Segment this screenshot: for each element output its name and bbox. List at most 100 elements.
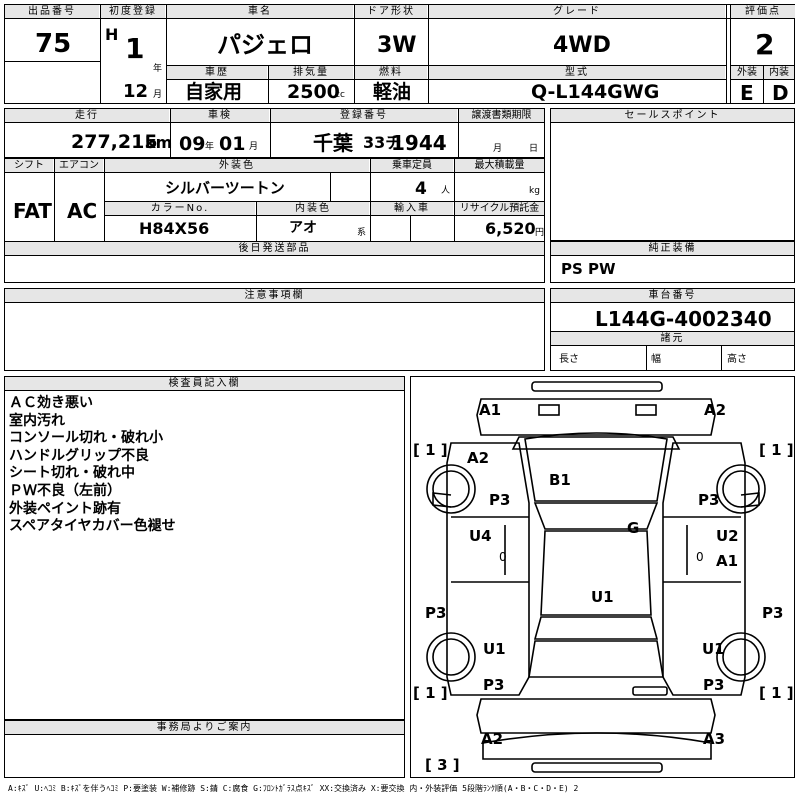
insp-month-unit: 月 <box>249 142 259 152</box>
ext-color-value: シルバーツートン <box>165 179 285 197</box>
int-color-unit: 系 <box>357 228 367 238</box>
later-parts-box: 後日発送部品 <box>4 241 545 283</box>
grade-label: グレード <box>429 5 725 18</box>
fuel-label: 燃料 <box>355 66 427 79</box>
capacity-label: 乗車定員 <box>371 159 453 172</box>
recycle-value: 6,520 <box>485 219 536 238</box>
mark-roof: G <box>627 519 640 537</box>
int-color-label: 内装色 <box>257 202 369 215</box>
sales-point-label: セールスポイント <box>551 109 794 122</box>
interior-label: 内装 <box>764 66 794 79</box>
mark-zero-right: 0 <box>696 550 704 564</box>
model-value: Q-L144GWG <box>531 81 660 103</box>
inspector-note: ＰＷ不良（左前） <box>9 482 121 499</box>
shift-value: FAT <box>13 199 52 223</box>
insp-year: 09 <box>179 133 206 155</box>
mark-right-door-2: A1 <box>716 552 739 570</box>
transfer-label: 譲渡書類期限 <box>459 109 544 122</box>
score-value: 2 <box>755 28 775 61</box>
reg-month: 12 <box>123 81 149 102</box>
mark-right-door: U2 <box>716 527 739 545</box>
recycle-unit: 円 <box>535 228 545 238</box>
capacity-unit: 人 <box>441 186 451 196</box>
office-label: 事務局よりご案内 <box>5 721 404 734</box>
equipment-box: 純正装備 PS PW <box>550 241 795 283</box>
mark-front-left: A1 <box>479 401 502 419</box>
equipment-value: PS PW <box>561 260 616 278</box>
interior-value: D <box>772 81 789 105</box>
mileage-label: 走行 <box>5 109 169 122</box>
first-reg-label: 初度登録 <box>101 5 165 18</box>
history-value: 自家用 <box>185 81 243 103</box>
lot-value: 75 <box>35 29 72 59</box>
displacement-value: 2500 <box>287 81 340 103</box>
exterior-label: 外装 <box>731 66 763 79</box>
reg-year: 1 <box>125 32 145 65</box>
tire-front-left: [ 1 ] <box>413 441 448 459</box>
mark-rear-right: A3 <box>703 730 726 748</box>
door-label: ドア形状 <box>355 5 427 18</box>
notes-box: 注意事項欄 <box>4 288 545 371</box>
reg-no-label: 登録番号 <box>271 109 457 122</box>
aircon-label: エアコン <box>55 159 103 172</box>
tire-rear-left: [ 1 ] <box>413 684 448 702</box>
mark-rear-left: A2 <box>481 730 504 748</box>
tire-rear-right: [ 1 ] <box>759 684 794 702</box>
score-label: 評価点 <box>731 5 795 18</box>
insp-year-unit: 年 <box>205 142 215 152</box>
inspector-notes-list: ＡＣ効き悪い 室内汚れ コンソール切れ・破れ小 ハンドルグリップ不良 シート切れ… <box>9 395 176 536</box>
reg-number: 1944 <box>391 131 447 155</box>
reg-class: 33チ <box>363 133 402 152</box>
inspector-note: ハンドルグリップ不良 <box>9 447 149 464</box>
mark-rear-left-panel: U1 <box>483 640 506 658</box>
mark-rear-right-panel: U1 <box>702 640 725 658</box>
mark-left-quarter: P3 <box>425 604 447 622</box>
mark-rear-left-low: P3 <box>483 676 505 694</box>
inspector-note: 室内汚れ <box>9 412 65 429</box>
specs-label: 諸元 <box>551 332 794 345</box>
shift-label: シフト <box>5 159 53 172</box>
displacement-unit: cc <box>335 90 345 100</box>
transfer-month: 月 <box>493 144 503 154</box>
era: H <box>105 25 119 44</box>
transfer-day: 日 <box>529 144 539 154</box>
color-no-label: カラーNo. <box>105 202 255 215</box>
mark-hood: B1 <box>549 471 571 489</box>
inspector-box: 検査員記入欄 ＡＣ効き悪い 室内汚れ コンソール切れ・破れ小 ハンドルグリップ不… <box>4 376 405 720</box>
color-no-value: H84X56 <box>139 219 210 238</box>
spec-box: シフト エアコン 外装色 乗車定員 最大積載量 シルバーツートン 4 人 kg … <box>4 158 545 242</box>
mark-right-quarter: P3 <box>762 604 784 622</box>
car-diagram-box: A1 A2 A2 B1 P3 P3 G U4 U2 A1 0 0 U1 P3 P… <box>410 376 795 778</box>
history-label: 車歴 <box>167 66 267 79</box>
exterior-value: E <box>740 81 754 105</box>
inspector-note: コンソール切れ・破れ小 <box>9 430 163 447</box>
int-color-value: アオ <box>289 220 317 236</box>
later-parts-label: 後日発送部品 <box>5 242 544 255</box>
import-label: 輸入車 <box>371 202 453 215</box>
mark-zero-left: 0 <box>499 550 507 564</box>
car-name-label: 車名 <box>167 5 353 18</box>
month-unit: 月 <box>153 90 163 100</box>
header-box: 出品番号 初度登録 車名 ドア形状 グレード 評価点 75 H 1 年 パジェロ… <box>4 4 795 104</box>
tire-front-right: [ 1 ] <box>759 441 794 459</box>
sales-point-box: セールスポイント <box>550 108 795 241</box>
inspector-label: 検査員記入欄 <box>5 377 404 390</box>
damage-legend: A:ｷｽﾞ U:ﾍｺﾐ B:ｷｽﾞを伴うﾍｺﾐ P:要塗装 W:補修跡 S:錆 … <box>8 784 579 793</box>
inspector-note: スペアタイヤカバー色褪せ <box>9 518 176 535</box>
inspector-note: 外装ペイント跡有 <box>9 500 121 517</box>
mark-left-door: U4 <box>469 527 492 545</box>
reg-area: 千葉 <box>313 131 353 155</box>
aircon-value: AC <box>67 199 98 223</box>
mileage-box: 走行 車検 登録番号 譲渡書類期限 277,215 km 09 年 01 月 千… <box>4 108 545 158</box>
mileage-value: 277,215 <box>71 131 158 153</box>
insp-month: 01 <box>219 133 246 155</box>
year-unit: 年 <box>153 64 163 74</box>
chassis-box: 車台番号 L144G-4002340 諸元 長さ 幅 高さ <box>550 288 795 371</box>
car-diagram <box>426 381 766 773</box>
recycle-label: リサイクル預託金 <box>455 202 544 215</box>
equipment-label: 純正装備 <box>551 242 794 255</box>
width-label: 幅 <box>651 354 661 365</box>
tire-spare: [ 3 ] <box>425 756 460 774</box>
mileage-unit: km <box>145 133 173 152</box>
mark-cabin: U1 <box>591 588 614 606</box>
